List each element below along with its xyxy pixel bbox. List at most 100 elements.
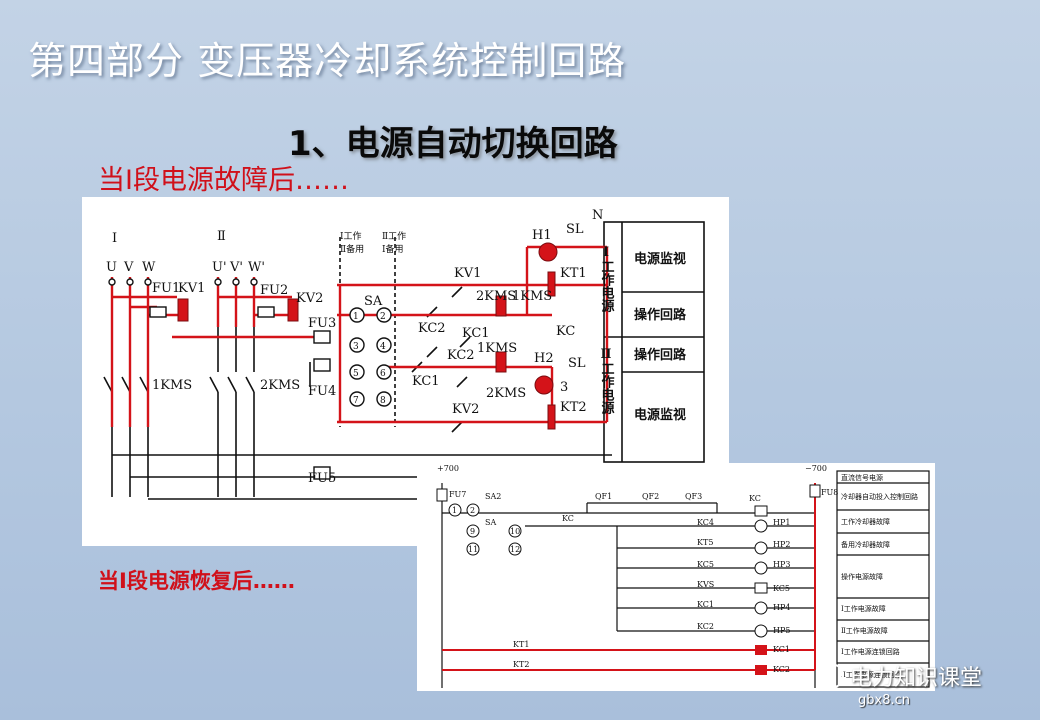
contactor-2kms: 2KMS [260, 378, 300, 393]
sa-num-5: 5 [353, 369, 359, 379]
relay-kv2: KV2 [296, 291, 323, 306]
sa2-num-2: 2 [470, 506, 475, 515]
phase-w2: W' [248, 260, 265, 275]
lamp-kc: KC [749, 494, 761, 503]
fuse-fu2: FU2 [260, 283, 288, 298]
fuse-fu4: FU4 [308, 384, 336, 399]
lamp-h2: H2 [534, 351, 554, 366]
table2-row-7: Ⅱ工作电源故障 [841, 626, 888, 635]
lamp-sl2: SL [568, 356, 586, 371]
circuit-svg-1: Ⅰ Ⅱ U V W U' V' W' FU1 KV1 FU2 KV2 FU3 F… [103, 208, 705, 500]
node-n: N [592, 208, 603, 223]
restore-note: 当Ⅰ段电源恢复后…… [98, 569, 295, 593]
sa-header-r2: Ⅰ备用 [382, 243, 404, 255]
bus-plus: +700 [437, 464, 459, 473]
table-row-3-label: Ⅱ工作电源 [599, 347, 615, 415]
phase-u2: U' [212, 260, 227, 275]
bus-minus: −700 [805, 464, 827, 473]
contact-kc: KC [556, 324, 575, 339]
contact-kc2-b: KC2 [447, 348, 475, 363]
table-row-2-desc: 操作回路 [634, 307, 687, 323]
bus-label-2: Ⅱ [217, 229, 226, 244]
table2-row-6: Ⅰ工作电源故障 [841, 604, 886, 613]
sa2-num-9: 9 [470, 527, 475, 536]
contact-kc2-a: KC2 [418, 321, 446, 336]
sa2-num-11: 11 [468, 545, 478, 554]
sa-num-8: 8 [380, 396, 386, 406]
contact-kv2: KV2 [452, 402, 479, 417]
phase-u: U [106, 260, 117, 275]
watermark-brand: 电力知识课堂 [850, 666, 983, 691]
phase-w: W [142, 260, 156, 275]
fuse-fu7: FU7 [449, 490, 466, 499]
sa-header-r1: Ⅱ工作 [382, 230, 406, 242]
slide-title: 第四部分 变压器冷却系统控制回路 [28, 39, 627, 83]
sa2-num-1: 1 [452, 506, 457, 515]
sa-num-1: 1 [353, 312, 359, 322]
section-title: 1、电源自动切换回路 [288, 124, 618, 164]
fuse-fu5: FU5 [308, 471, 336, 486]
contact-2kms-b: 2KMS [486, 386, 526, 401]
contact-kvs: KVS [697, 580, 714, 589]
lamp-sl1: SL [566, 222, 584, 237]
sa-num-6: 6 [380, 369, 386, 379]
power-switch-circuit-diagram: Ⅰ Ⅱ U V W U' V' W' FU1 KV1 FU2 KV2 FU3 F… [82, 197, 729, 546]
lamp-hp3: HP3 [773, 560, 790, 569]
sa2-num-10: 10 [510, 527, 520, 536]
dc-signal-circuit-diagram: +700 −700 FU7 FU8 SA2 SA 1 2 9 10 11 12 … [417, 463, 935, 691]
contact-kc1-a: KC1 [462, 326, 490, 341]
sa2-num-12: 12 [510, 545, 520, 554]
contact-kc2: KC2 [697, 622, 714, 631]
contact-kc5: KC5 [697, 560, 714, 569]
relay-kv1: KV1 [178, 281, 205, 296]
contact-kc1: KC1 [697, 600, 714, 609]
lamp-hp2: HP2 [773, 540, 790, 549]
wechat-icon [818, 663, 844, 689]
sa-num-7: 7 [353, 396, 359, 406]
sa-num-3: 3 [353, 342, 359, 352]
bus-label-1: Ⅰ [112, 231, 117, 246]
lamp-hp4: HP4 [773, 603, 790, 612]
fault-note: 当Ⅰ段电源故障后…… [98, 165, 349, 196]
contact-kc1-b: KC1 [412, 374, 440, 389]
relay-kt1: KT1 [560, 266, 587, 281]
table2-row-5: 操作电源故障 [841, 572, 883, 581]
table-row-1-label: Ⅰ工作电源 [599, 245, 615, 313]
fuse-fu8: FU8 [821, 488, 838, 497]
contact-kt2: KT2 [513, 660, 529, 669]
table2-row-4: 备用冷却器故障 [841, 540, 890, 549]
phase-v2: V' [229, 260, 243, 275]
contact-kt1: KT1 [513, 640, 529, 649]
table2-row-2: 冷却器自动投入控制回路 [841, 492, 918, 501]
sa-header-l2: Ⅱ备用 [340, 243, 364, 255]
contact-kv1: KV1 [454, 266, 481, 281]
contactor-1kms: 1KMS [152, 378, 192, 393]
contact-2kms-a: 2KMS [476, 289, 516, 304]
watermark-site: gbx8.cn [858, 693, 910, 708]
switch-sa2: SA2 [485, 492, 501, 501]
table-row-4-desc: 电源监视 [634, 407, 686, 423]
breaker-qf3: QF3 [685, 492, 702, 501]
table2-row-1: 直流信号电源 [841, 473, 883, 482]
contact-1kms-b: 1KMS [477, 341, 517, 356]
table2-row-3: 工作冷却器故障 [841, 517, 890, 526]
breaker-qf2: QF2 [642, 492, 659, 501]
phase-v: V [123, 260, 134, 275]
contact-1kms-a: 1KMS [512, 289, 552, 304]
switch-sa: SA [364, 294, 383, 309]
lamp-h1: H1 [532, 228, 552, 243]
circuit-svg-2: +700 −700 FU7 FU8 SA2 SA 1 2 9 10 11 12 … [436, 464, 930, 688]
switch-sa-label: SA [485, 518, 496, 527]
relay-kt2: KT2 [560, 400, 587, 415]
contact-kt5: KT5 [697, 538, 713, 547]
lamp-kc2: KC2 [773, 665, 790, 674]
fuse-fu1: FU1 [152, 281, 180, 296]
table-row-3-desc: 操作回路 [634, 347, 687, 363]
lamp-kc5: KC5 [773, 584, 790, 593]
table2-row-9: Ⅱ工作电源连锁回路 [841, 670, 902, 679]
table-row-1-desc: 电源监视 [634, 251, 686, 267]
sa-header-l1: Ⅰ工作 [340, 230, 362, 242]
contact-kc4: KC4 [697, 518, 714, 527]
table2-row-8: Ⅰ工作电源连锁回路 [841, 647, 900, 656]
breaker-qf1: QF1 [595, 492, 612, 501]
